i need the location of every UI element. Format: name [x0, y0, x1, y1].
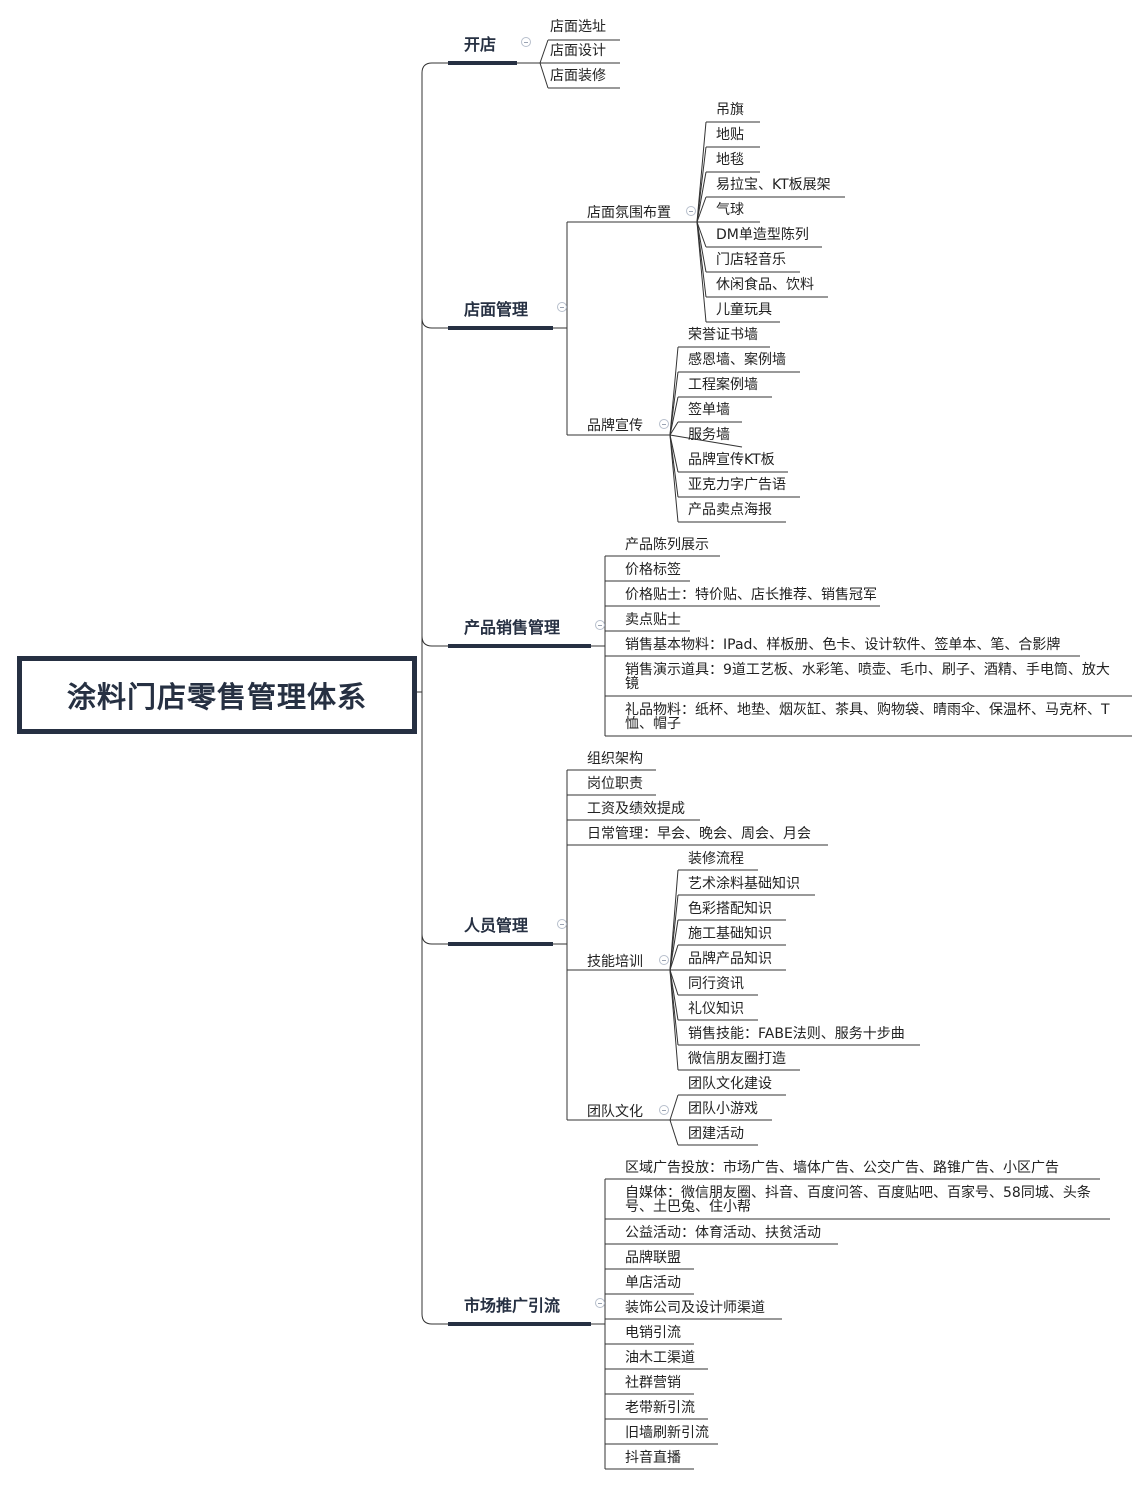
root-topic[interactable]: 涂料门店零售管理体系	[17, 656, 417, 734]
list-item[interactable]: 价格标签	[625, 562, 681, 578]
list-item[interactable]: 组织架构	[587, 751, 643, 767]
branch-label: 开店	[464, 35, 497, 54]
list-item[interactable]: 品牌产品知识	[688, 951, 772, 967]
list-item[interactable]: 地毯	[716, 152, 744, 168]
list-item[interactable]: 销售演示道具：9道工艺板、水彩笔、喷壶、毛巾、刷子、酒精、手电筒、放大镜	[625, 662, 1110, 692]
list-item[interactable]: 装饰公司及设计师渠道	[625, 1300, 765, 1316]
list-item[interactable]: 油木工渠道	[625, 1350, 695, 1366]
list-item[interactable]: 工资及绩效提成	[587, 801, 685, 817]
list-item[interactable]: 易拉宝、KT板展架	[716, 177, 831, 193]
list-item[interactable]: 店面装修	[550, 68, 606, 84]
collapse-minus-icon[interactable]	[521, 37, 531, 47]
list-item[interactable]: 荣誉证书墙	[688, 327, 758, 343]
collapse-minus-icon[interactable]	[659, 955, 669, 965]
list-item[interactable]: 团队文化建设	[688, 1076, 772, 1092]
branch-label: 店面管理	[464, 300, 529, 319]
root-topic-label: 涂料门店零售管理体系	[66, 680, 367, 714]
list-item[interactable]: 社群营销	[625, 1375, 681, 1391]
list-item[interactable]: 日常管理：早会、晚会、周会、月会	[587, 826, 811, 842]
subtopic-skill-training[interactable]: 技能培训	[587, 954, 643, 970]
list-item[interactable]: 价格贴士：特价贴、店长推荐、销售冠军	[625, 587, 877, 603]
list-item[interactable]: 装修流程	[688, 851, 744, 867]
collapse-minus-icon[interactable]	[557, 919, 567, 929]
list-item[interactable]: 签单墙	[688, 402, 730, 418]
list-item[interactable]: 门店轻音乐	[716, 252, 786, 268]
collapse-minus-icon[interactable]	[659, 419, 669, 429]
list-item[interactable]: 服务墙	[688, 427, 730, 443]
list-item[interactable]: 老带新引流	[625, 1400, 695, 1416]
branch-label: 市场推广引流	[464, 1296, 561, 1315]
list-item[interactable]: 施工基础知识	[688, 926, 772, 942]
collapse-minus-icon[interactable]	[595, 620, 605, 630]
list-item[interactable]: 感恩墙、案例墙	[688, 352, 786, 368]
list-item[interactable]: DM单造型陈列	[716, 227, 809, 243]
list-item[interactable]: 销售技能：FABE法则、服务十步曲	[688, 1026, 905, 1042]
list-item[interactable]: 产品卖点海报	[688, 502, 772, 518]
list-item[interactable]: 自媒体：微信朋友圈、抖音、百度问答、百度贴吧、百家号、58同城、头条号、土巴兔、…	[625, 1185, 1091, 1215]
list-item[interactable]: 品牌宣传KT板	[688, 452, 775, 468]
list-item[interactable]: 同行资讯	[688, 976, 744, 992]
list-item[interactable]: 地贴	[716, 127, 744, 143]
branch-label: 人员管理	[464, 916, 529, 935]
collapse-minus-icon[interactable]	[595, 1298, 605, 1308]
list-item[interactable]: 气球	[716, 202, 744, 218]
list-item[interactable]: 团建活动	[688, 1126, 744, 1142]
list-item[interactable]: 抖音直播	[625, 1450, 681, 1466]
branch-open-store[interactable]: 开店	[464, 31, 496, 55]
list-item[interactable]: 礼品物料：纸杯、地垫、烟灰缸、茶具、购物袋、晴雨伞、保温杯、马克杯、T恤、帽子	[625, 702, 1110, 732]
list-item[interactable]: 旧墙刷新引流	[625, 1425, 709, 1441]
list-item[interactable]: 岗位职责	[587, 776, 643, 792]
list-item[interactable]: 店面设计	[550, 43, 606, 59]
branch-label: 产品销售管理	[464, 618, 561, 637]
list-item[interactable]: 公益活动：体育活动、扶贫活动	[625, 1225, 821, 1241]
subtopic-brand-promotion[interactable]: 品牌宣传	[587, 418, 643, 434]
branch-staff-management[interactable]: 人员管理	[464, 912, 528, 936]
collapse-minus-icon[interactable]	[686, 206, 696, 216]
list-item[interactable]: 品牌联盟	[625, 1250, 681, 1266]
list-item[interactable]: 团队小游戏	[688, 1101, 758, 1117]
subtopic-team-culture[interactable]: 团队文化	[587, 1104, 643, 1120]
collapse-minus-icon[interactable]	[659, 1105, 669, 1115]
list-item[interactable]: 亚克力字广告语	[688, 477, 786, 493]
list-item[interactable]: 工程案例墙	[688, 377, 758, 393]
list-item[interactable]: 吊旗	[716, 102, 744, 118]
list-item[interactable]: 店面选址	[550, 19, 606, 35]
list-item[interactable]: 卖点贴士	[625, 612, 681, 628]
list-item[interactable]: 礼仪知识	[688, 1001, 744, 1017]
list-item[interactable]: 休闲食品、饮料	[716, 277, 814, 293]
list-item[interactable]: 单店活动	[625, 1275, 681, 1291]
list-item[interactable]: 艺术涂料基础知识	[688, 876, 800, 892]
subtopic-atmosphere[interactable]: 店面氛围布置	[587, 205, 671, 221]
branch-store-management[interactable]: 店面管理	[464, 296, 528, 320]
list-item[interactable]: 微信朋友圈打造	[688, 1051, 786, 1067]
branch-marketing[interactable]: 市场推广引流	[464, 1292, 560, 1316]
list-item[interactable]: 儿童玩具	[716, 302, 772, 318]
list-item[interactable]: 区域广告投放：市场广告、墙体广告、公交广告、路锥广告、小区广告	[625, 1160, 1059, 1176]
list-item[interactable]: 产品陈列展示	[625, 537, 709, 553]
list-item[interactable]: 电销引流	[625, 1325, 681, 1341]
list-item[interactable]: 色彩搭配知识	[688, 901, 772, 917]
collapse-minus-icon[interactable]	[557, 302, 567, 312]
list-item[interactable]: 销售基本物料：IPad、样板册、色卡、设计软件、签单本、笔、合影牌	[625, 637, 1061, 653]
branch-product-sales[interactable]: 产品销售管理	[464, 614, 560, 638]
